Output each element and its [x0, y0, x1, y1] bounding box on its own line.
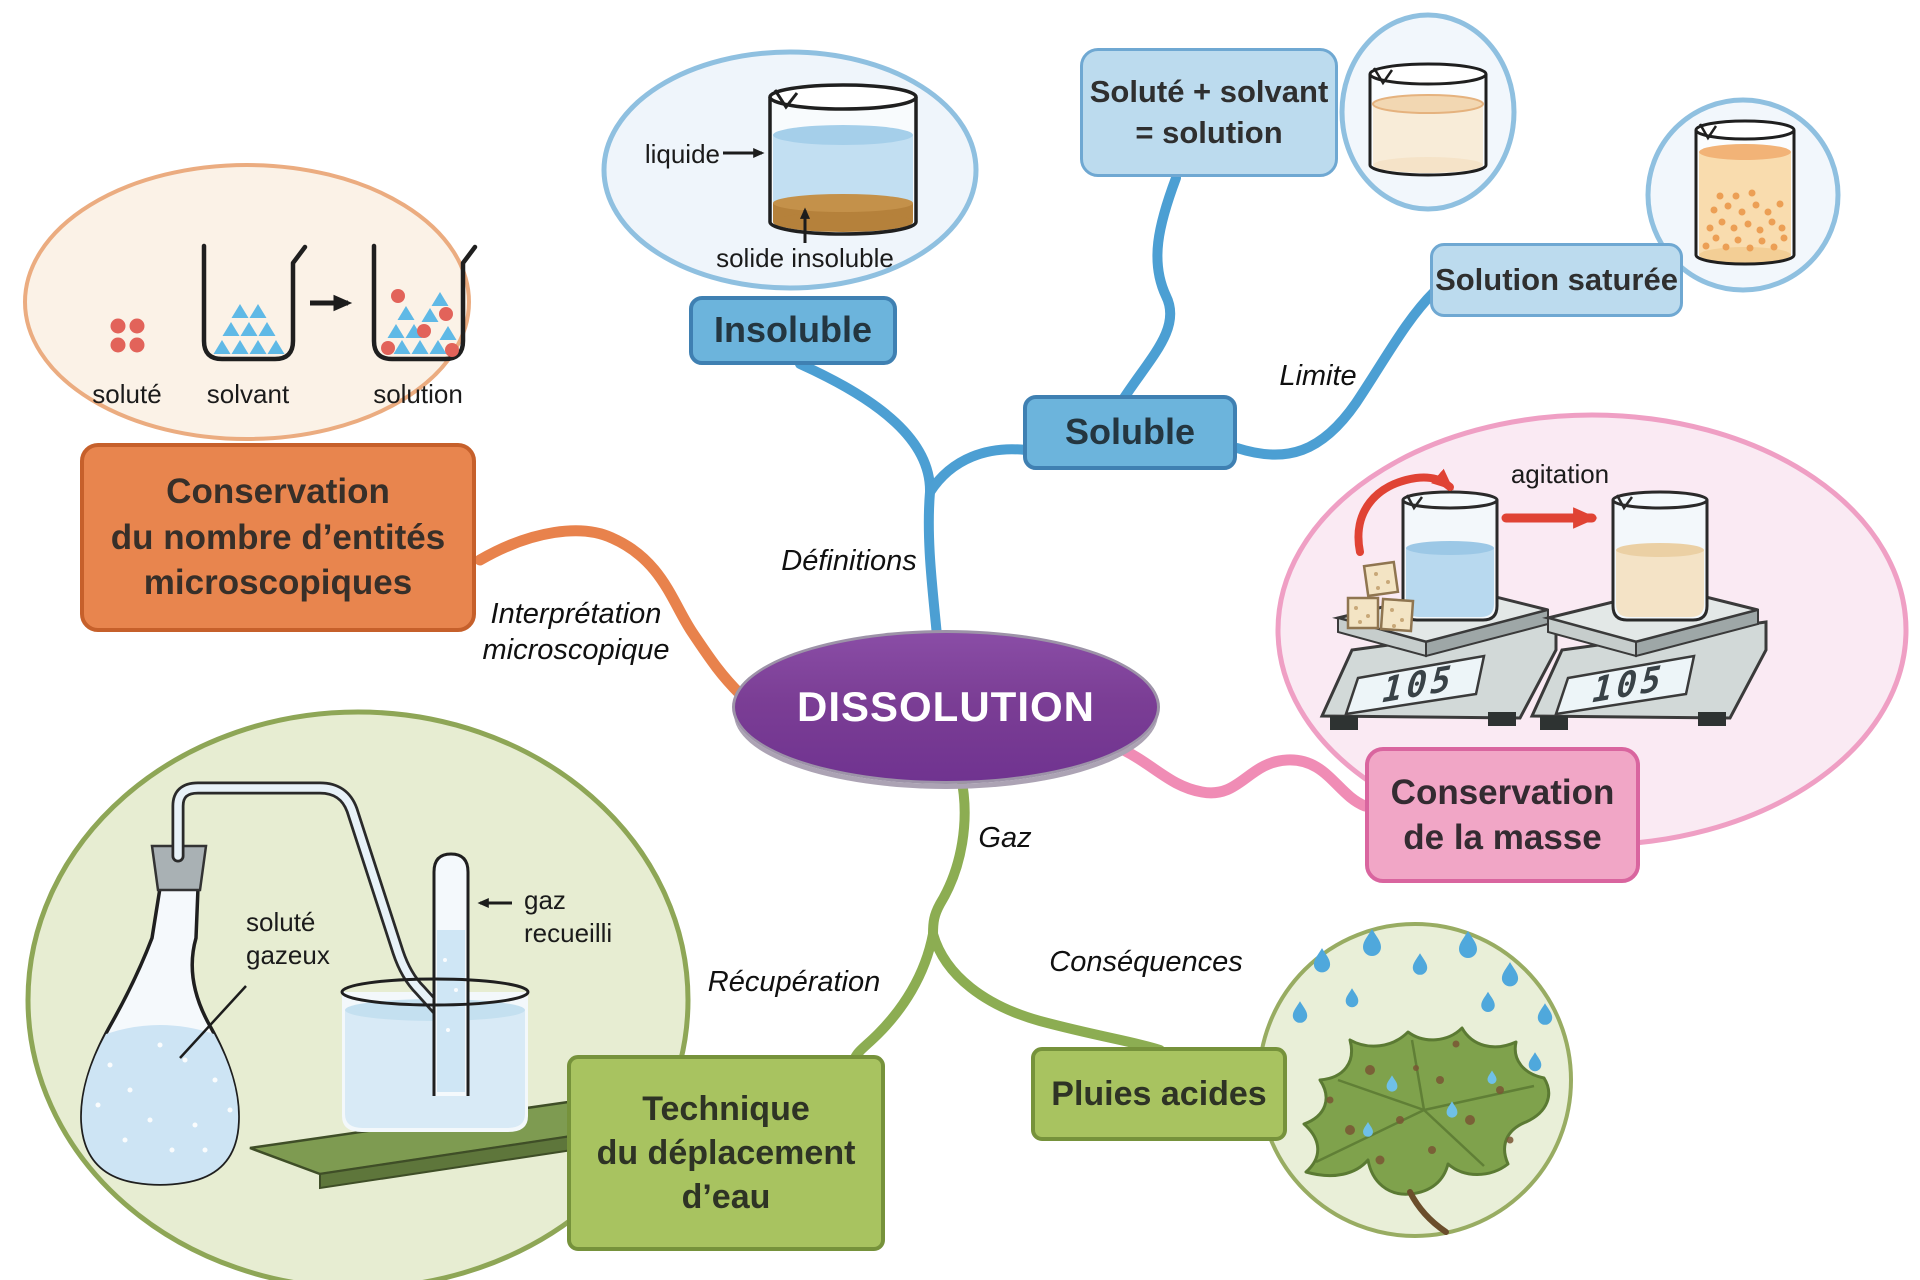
label-agitation: agitation [1510, 459, 1610, 489]
label-gaz-recueilli: gaz recueilli [524, 885, 613, 948]
dish-rim-icon [340, 977, 530, 1007]
gas-flask-icon [80, 844, 240, 1186]
node-conservation-entites: Conservation du nombre d’entités microsc… [80, 443, 476, 632]
label-liquide: liquide [644, 139, 720, 169]
solute-gazeux-pointer-icon [179, 985, 247, 1059]
beaker-solution-icon [1611, 490, 1709, 622]
microscopic-bubble [23, 163, 471, 441]
dissolution-node: DISSOLUTION [732, 630, 1160, 784]
blue-branches [795, 173, 1439, 641]
connector-consequences [928, 929, 1165, 1055]
test-tube-icon [432, 852, 470, 1096]
label-interpretation: Interprétation microscopique [482, 598, 670, 667]
connector-recuperation [850, 929, 938, 1063]
connector-insoluble [795, 359, 936, 497]
label-gaz: Gaz [978, 822, 1032, 854]
label-solide-insoluble: solide insoluble [716, 243, 894, 273]
label-consequences: Conséquences [1049, 946, 1243, 978]
connector-interpretation [474, 525, 746, 700]
solute-particles-icon [110, 318, 145, 353]
label-solvant: solvant [206, 379, 290, 409]
gas-tube-icon [171, 781, 445, 1017]
pour-arrow-icon [1354, 468, 1454, 556]
node-soluble: Soluble [1023, 395, 1237, 470]
solution-beaker-icon [371, 243, 478, 362]
connector-solute-solvant [1119, 173, 1181, 403]
connector-masse [1109, 740, 1371, 812]
stopper-icon [150, 844, 208, 892]
connector-definitions-trunk [923, 487, 942, 641]
label-solute: soluté [92, 379, 162, 409]
solvant-beaker-icon [201, 243, 308, 362]
node-solute-solvant: Soluté + solvant = solution [1080, 48, 1338, 177]
label-solution: solution [373, 379, 463, 409]
label-definitions: Définitions [781, 545, 917, 577]
insoluble-beaker-icon [768, 83, 918, 236]
saturated-beaker-icon [1694, 119, 1796, 266]
label-limite: Limite [1279, 360, 1357, 392]
node-pluies-acides: Pluies acides [1031, 1047, 1287, 1141]
label-recuperation: Récupération [707, 966, 881, 998]
connector-gaz-trunk [928, 772, 970, 939]
node-technique-deplacement: Technique du déplacement d’eau [567, 1055, 885, 1251]
connector-soluble [925, 444, 1031, 497]
solution-beige-beaker-icon [1368, 62, 1488, 177]
node-solution-saturee: Solution saturée [1430, 243, 1683, 317]
beaker-water-icon [1401, 490, 1499, 622]
node-insoluble: Insoluble [689, 296, 897, 365]
green-branches [850, 772, 1165, 1063]
leaf-icon [1302, 1026, 1550, 1235]
leaf-stem-icon [1407, 1189, 1449, 1235]
node-conservation-masse: Conservation de la masse [1365, 747, 1640, 883]
label-solute-gazeux: soluté gazeux [246, 907, 330, 970]
sugar-cubes-icon [1346, 560, 1415, 633]
connector-limite [1232, 287, 1439, 460]
